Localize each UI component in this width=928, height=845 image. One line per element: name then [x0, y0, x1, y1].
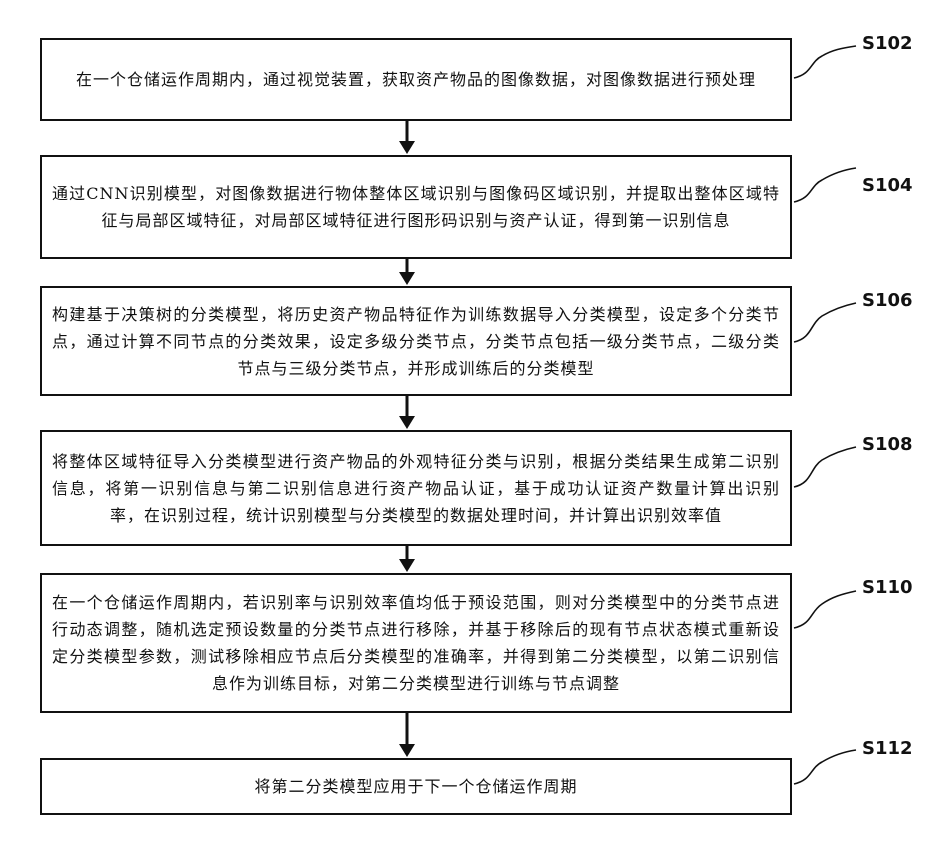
leader-s104 — [794, 168, 856, 202]
leader-s110 — [794, 591, 856, 628]
arrowhead-s110-s112 — [399, 744, 415, 757]
leader-s102 — [794, 46, 856, 78]
flow-arrows — [399, 121, 415, 757]
arrowhead-s102-s104 — [399, 141, 415, 154]
arrowhead-s104-s106 — [399, 272, 415, 285]
leader-s108 — [794, 447, 856, 487]
leader-s106 — [794, 303, 856, 342]
arrowhead-s108-s110 — [399, 559, 415, 572]
leader-s112 — [794, 750, 856, 784]
arrowhead-s106-s108 — [399, 416, 415, 429]
label-leaders — [794, 46, 856, 784]
